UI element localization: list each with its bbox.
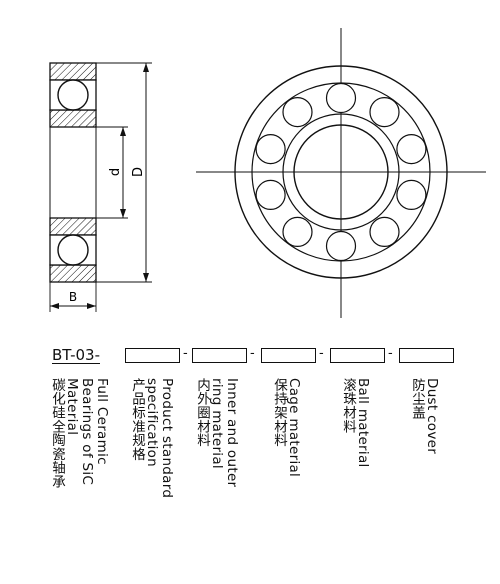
label-line: Full Ceramic bbox=[94, 378, 110, 465]
ball bbox=[325, 82, 357, 114]
label-line: Material bbox=[64, 378, 80, 436]
ball-set bbox=[255, 82, 427, 262]
inner-ring-top bbox=[49, 109, 97, 128]
code-box-product-spec[interactable] bbox=[125, 348, 180, 363]
dimension-label-B: B bbox=[69, 290, 77, 304]
label-ball-material: Ball material 滚珠材料 bbox=[340, 378, 371, 468]
ball bbox=[282, 96, 313, 128]
label-line: Product standard bbox=[159, 378, 175, 499]
ball bbox=[325, 230, 357, 262]
label-product-standard: Product standard specification 产品标准规格 bbox=[129, 378, 175, 499]
label-line: Inner and outer bbox=[224, 378, 240, 488]
ball bbox=[282, 216, 313, 247]
bearing-technical-drawing: d D B bbox=[49, 28, 486, 318]
code-box-ball-material[interactable] bbox=[330, 348, 385, 363]
code-separator: - bbox=[183, 346, 188, 361]
label-line: Dust cover bbox=[424, 378, 440, 455]
label-line: Ball material bbox=[355, 378, 371, 468]
ball bbox=[369, 216, 400, 247]
label-line: 内外圈材料 bbox=[194, 378, 210, 447]
inner-raceway-circle bbox=[282, 113, 400, 231]
dimension-label-d: d bbox=[108, 168, 123, 176]
side-section-view: d D B bbox=[49, 62, 152, 312]
label-line: 保持架材料 bbox=[271, 378, 287, 447]
label-line: specification bbox=[144, 378, 160, 468]
label-line: 滚珠材料 bbox=[340, 378, 356, 434]
ball bbox=[396, 179, 427, 210]
label-line: 防尘盖 bbox=[409, 378, 425, 420]
label-line: Bearings of SiC bbox=[79, 378, 95, 486]
code-separator: - bbox=[250, 346, 255, 361]
model-code-prefix: BT-03- bbox=[52, 346, 100, 364]
label-ring-material: Inner and outer ring material 内外圈材料 bbox=[194, 378, 240, 488]
label-line: Cage material bbox=[286, 378, 302, 478]
code-separator: - bbox=[319, 346, 324, 361]
label-dust-cover: Dust cover 防尘盖 bbox=[409, 378, 440, 455]
inner-ring-bottom bbox=[49, 217, 97, 236]
ball bbox=[369, 96, 400, 128]
ball bbox=[255, 134, 286, 165]
ball-bottom bbox=[57, 234, 89, 266]
label-full-ceramic-bearing: Full Ceramic Bearings of SiC Material 碳化… bbox=[49, 378, 110, 489]
label-cage-material: Cage material 保持架材料 bbox=[271, 378, 302, 478]
outer-ring-bottom bbox=[49, 264, 97, 283]
label-line: 碳化硅全陶瓷轴承 bbox=[49, 378, 65, 489]
dimension-label-D: D bbox=[131, 167, 146, 177]
code-box-dust-cover[interactable] bbox=[399, 348, 454, 363]
label-line: ring material bbox=[209, 378, 225, 469]
code-box-cage-material[interactable] bbox=[261, 348, 316, 363]
bore-circle bbox=[293, 124, 389, 220]
ball bbox=[255, 179, 286, 210]
outer-ring-circle bbox=[234, 65, 448, 279]
ball bbox=[396, 134, 427, 165]
code-separator: - bbox=[388, 346, 393, 361]
front-view bbox=[196, 28, 486, 318]
ball-top bbox=[57, 79, 89, 111]
outer-ring-top bbox=[49, 62, 97, 81]
label-line: 产品标准规格 bbox=[129, 378, 145, 461]
code-box-ring-material[interactable] bbox=[192, 348, 247, 363]
